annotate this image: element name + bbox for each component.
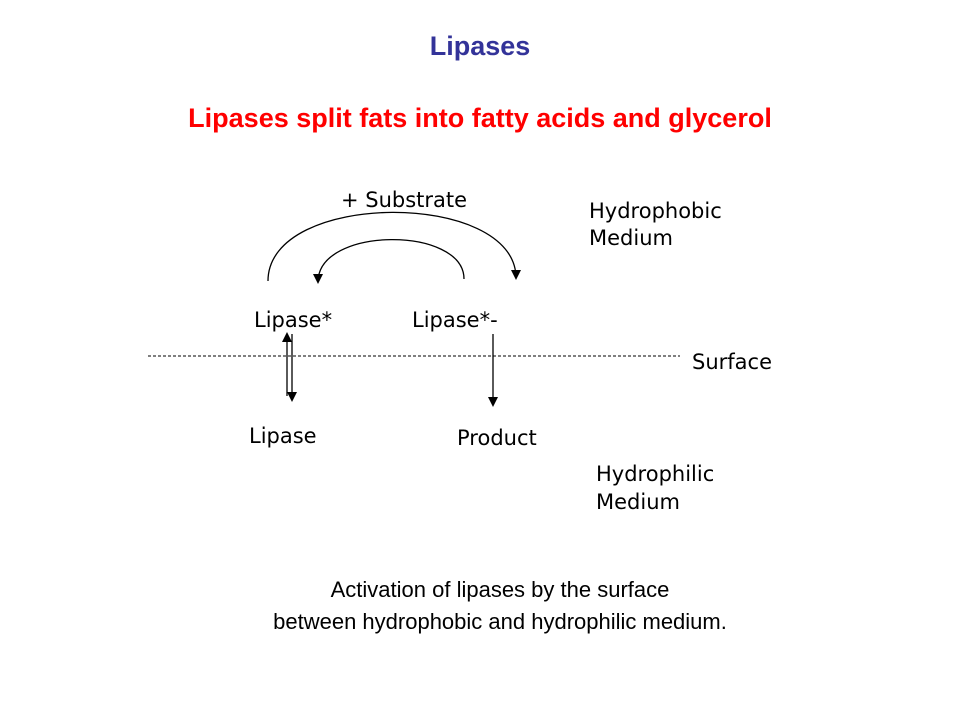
arrow-inner-arc [313,238,465,284]
caption: Activation of lipases by the surface bet… [40,574,960,638]
label-product: Product [457,426,537,450]
label-lipase-complex: Lipase*- [412,308,498,332]
label-lipase-active: Lipase* [254,308,332,332]
slide-subtitle: Lipases split fats into fatty acids and … [188,103,772,133]
label-surface: Surface [692,350,772,374]
caption-line2: between hydrophobic and hydrophilic medi… [273,609,727,634]
label-substrate: + Substrate [341,188,467,212]
arrow-outer-arc [267,211,521,282]
label-lipase: Lipase [249,424,317,448]
label-hydrophilic-line1: Hydrophilic [596,462,714,486]
label-hydrophobic-line2: Medium [589,226,673,250]
slide-title: Lipases [429,31,531,61]
label-hydrophobic-line1: Hydrophobic [589,199,722,223]
caption-line1: Activation of lipases by the surface [330,577,670,602]
label-hydrophilic-line2: Medium [596,490,680,514]
